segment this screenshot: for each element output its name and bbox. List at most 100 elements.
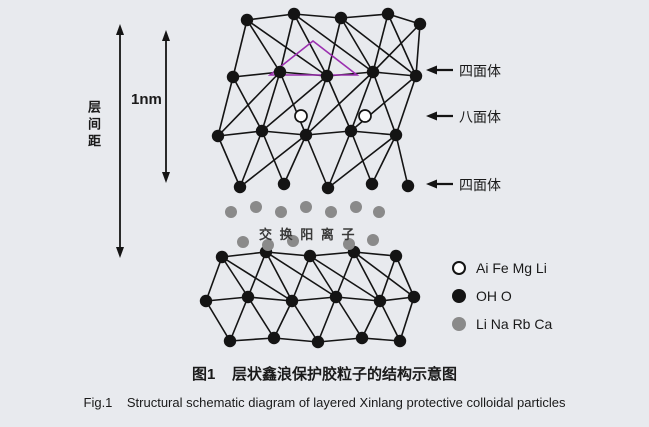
lattice-edge — [265, 251, 337, 298]
open-circle-icon — [452, 261, 466, 275]
exchangeable-cation-node — [350, 201, 362, 213]
lattice-edge — [221, 256, 293, 302]
lattice-edge — [387, 13, 417, 77]
lattice-edge — [291, 296, 337, 302]
lattice-edge — [309, 251, 355, 257]
lattice-edge — [283, 134, 307, 185]
arrow-head-left-icon — [426, 111, 437, 121]
lattice-edge — [353, 251, 415, 298]
lattice-edge — [261, 75, 328, 132]
lattice-edge — [372, 23, 421, 73]
lattice-edge — [261, 71, 281, 132]
arrow-head-left-icon — [426, 179, 437, 189]
lattice-edge — [246, 19, 281, 73]
lattice-edge — [309, 255, 381, 302]
exchangeable-cation-node — [225, 206, 237, 218]
oxygen-node — [389, 249, 403, 263]
lattice-edge — [293, 13, 328, 77]
oxygen-node — [199, 294, 213, 308]
highlight-tetrahedron — [267, 39, 360, 76]
lattice-edge — [335, 296, 363, 339]
lattice-edge — [232, 76, 263, 132]
legend-item-exchange-cations: Li Na Rb Ca — [452, 310, 552, 338]
lattice-edge — [340, 13, 389, 19]
oxygen-node — [381, 7, 395, 21]
lattice-edge — [353, 251, 381, 302]
lattice-edge — [273, 300, 293, 339]
lattice-edge — [395, 134, 409, 187]
oxygen-node — [401, 179, 415, 193]
lattice-edge — [305, 75, 328, 136]
arrow-head-down-icon — [116, 247, 124, 258]
lattice-edge — [293, 13, 342, 19]
lattice-edge — [247, 296, 275, 339]
lattice-edge — [305, 71, 374, 136]
oxygen-node — [267, 331, 281, 345]
legend-label: OH O — [476, 288, 512, 304]
oxygen-node — [373, 294, 387, 308]
lattice-edge — [340, 17, 374, 73]
lattice-edge — [372, 13, 389, 73]
lattice-edge — [350, 130, 373, 185]
oxygen-node — [233, 180, 247, 194]
interlayer-spacing-label: 层间距 — [86, 100, 101, 151]
exchangeable-cation-node — [237, 236, 249, 248]
lattice-edge — [217, 76, 234, 137]
oxygen-node — [366, 65, 380, 79]
thickness-label: 1nm — [131, 91, 162, 108]
lattice-edge — [205, 256, 223, 302]
lattice-edge — [293, 13, 374, 73]
oxygen-node — [407, 290, 421, 304]
lattice-edge — [395, 75, 417, 136]
oxygen-node — [285, 294, 299, 308]
lattice-edge — [335, 251, 355, 298]
lattice-edge — [395, 255, 415, 298]
filled-circle-icon — [452, 289, 466, 303]
lattice-edge — [399, 296, 415, 342]
oxygen-node — [226, 70, 240, 84]
exchangeable-cation-node — [262, 239, 274, 251]
lattice-edge — [335, 296, 381, 302]
oxygen-node — [389, 128, 403, 142]
lattice-edge — [309, 255, 337, 298]
legend-label: Li Na Rb Ca — [476, 316, 553, 332]
exchangeable-cation-node — [325, 206, 337, 218]
oxygen-node — [355, 331, 369, 345]
oxygen-node — [223, 334, 237, 348]
lattice-edge — [221, 256, 249, 298]
oxygen-node — [321, 181, 335, 195]
oxygen-node — [255, 124, 269, 138]
oxygen-node — [344, 124, 358, 138]
lattice-edge — [261, 130, 285, 185]
lattice-edge — [246, 13, 295, 21]
lattice-edge — [317, 337, 363, 343]
oxygen-node — [273, 65, 287, 79]
lattice-edge — [221, 251, 267, 258]
lattice-edge — [415, 23, 421, 77]
exchangeable-cation-node — [275, 206, 287, 218]
lattice-edge — [239, 134, 307, 188]
lattice-edge — [265, 251, 293, 302]
tetrahedron-label-top: 四面体 — [459, 63, 501, 79]
oxygen-node — [241, 290, 255, 304]
exchangeable-cation-node — [287, 235, 299, 247]
octahedral-cation-node — [294, 109, 308, 123]
arrow-head-left-icon — [426, 65, 437, 75]
oxygen-node — [365, 177, 379, 191]
oxygen-node — [334, 11, 348, 25]
oxygen-node — [413, 17, 427, 31]
lattice-edge — [327, 130, 352, 189]
lattice-edge — [350, 71, 374, 132]
legend-item-octahedral-cations: Ai Fe Mg Li — [452, 254, 552, 282]
lattice-edge — [229, 296, 249, 342]
octahedral-cation-node — [358, 109, 372, 123]
lattice-edge — [361, 300, 381, 339]
lattice-edge — [317, 296, 337, 343]
lattice-edge — [279, 71, 307, 136]
lattice-edge — [217, 71, 281, 137]
oxygen-node — [277, 177, 291, 191]
arrow-head-up-icon — [162, 30, 170, 41]
lattice-edge — [265, 251, 311, 257]
tetrahedron-label-bottom: 四面体 — [459, 177, 501, 193]
